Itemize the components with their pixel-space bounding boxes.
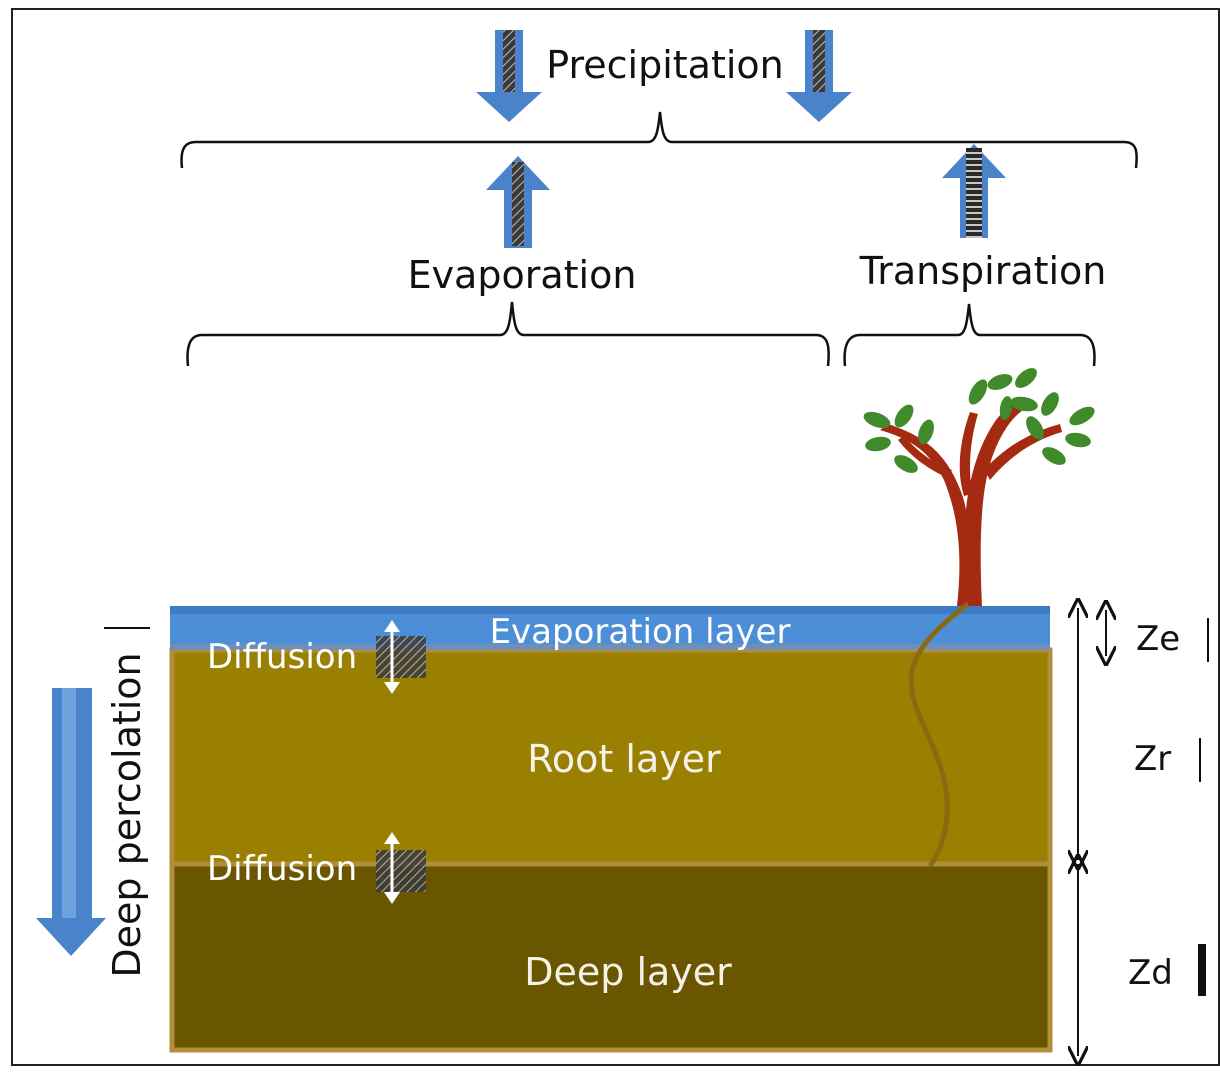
leaf [1010,396,1038,412]
deep-percolation-label: Deep percolation [105,652,149,977]
evaporation-layer-label: Evaporation layer [490,612,791,652]
diffusion-upper-label: Diffusion [207,637,357,677]
leaf [1042,447,1066,465]
plant-root [908,602,970,868]
leaf [1026,416,1044,440]
tree-illustration [863,368,1095,606]
leaf [894,455,918,473]
leaf [894,404,914,428]
diffusion-lower-label: Diffusion [207,849,357,889]
transpiration-label: Transpiration [859,249,1107,293]
precipitation-arrow-right [786,30,852,122]
frame-border [11,8,1220,1066]
diffusion-upper-arrow [376,620,426,694]
depth-label-zr: Zr [1134,739,1171,779]
deep-layer-label: Deep layer [524,950,732,994]
deep-percolation-arrow [36,688,106,956]
transpiration-brace [843,303,1096,367]
tree-trunk [880,400,1026,606]
evaporation-layer-top [170,606,1050,614]
precipitation-brace [180,111,1138,169]
root-layer [169,647,1053,867]
leaf [987,374,1013,390]
precipitation-label: Precipitation [546,43,784,87]
diffusion-lower-arrow [376,832,426,904]
precipitation-arrow-left [476,30,542,122]
leaf [1065,432,1091,448]
evaporation-arrow [486,156,550,248]
leaf [865,436,891,452]
depth-label-zd: Zd [1128,953,1173,993]
leaf [999,396,1013,420]
evaporation-label: Evaporation [408,253,637,297]
leaf [863,411,891,429]
leaf [1015,368,1037,388]
transpiration-arrow [942,144,1006,238]
evaporation-brace [186,301,830,367]
leaf [1041,392,1059,416]
root-layer-label: Root layer [527,737,721,781]
leaf [1069,406,1095,426]
leaf [968,379,988,405]
deep-layer [169,861,1053,1053]
depth-label-ze: Ze [1136,619,1180,659]
leaf [918,419,934,445]
